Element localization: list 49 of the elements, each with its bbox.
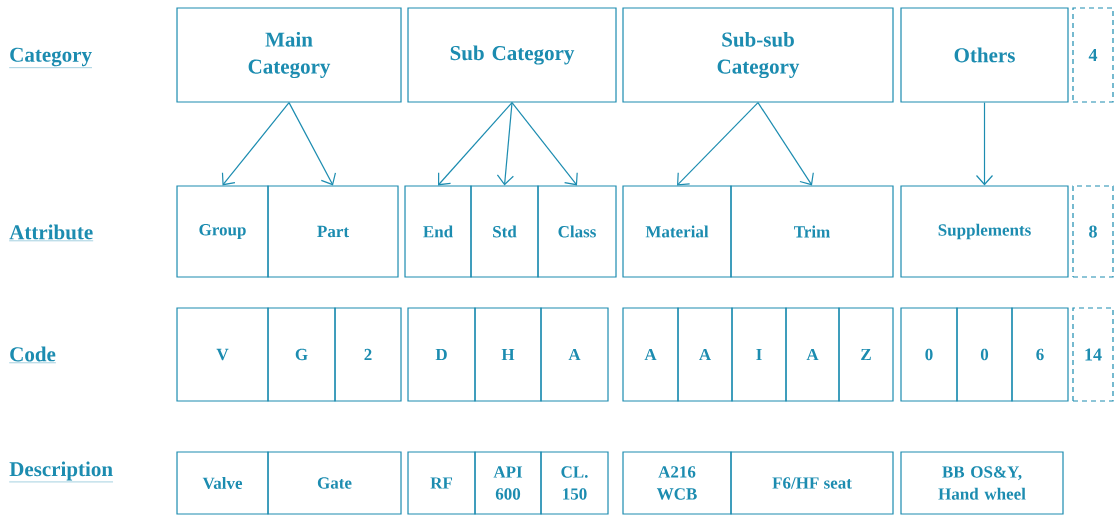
arrow bbox=[221, 102, 290, 186]
code-cell: D bbox=[407, 307, 476, 402]
code-cell: 2 bbox=[334, 307, 402, 402]
code-cell: A bbox=[677, 307, 733, 402]
category-box: Sub-sub Category bbox=[622, 7, 894, 103]
count-box: 4 bbox=[1072, 7, 1114, 103]
arrow bbox=[438, 102, 513, 186]
attribute-cell: Std bbox=[470, 185, 539, 278]
attribute-cell: Material bbox=[622, 185, 732, 278]
attribute-cell: Part bbox=[267, 185, 399, 278]
description-cell: A216 WCB bbox=[622, 451, 732, 515]
arrow bbox=[757, 102, 814, 186]
count-box: 8 bbox=[1072, 185, 1114, 278]
attribute-cell: Trim bbox=[730, 185, 894, 278]
code-cell: I bbox=[731, 307, 787, 402]
description-cell: F6/HF seat bbox=[730, 451, 894, 515]
description-cell: Valve bbox=[176, 451, 269, 515]
arrow bbox=[511, 102, 578, 186]
description-cell: CL. 150 bbox=[540, 451, 609, 515]
code-cell: G bbox=[267, 307, 336, 402]
code-cell: 0 bbox=[900, 307, 958, 402]
attribute-cell: End bbox=[404, 185, 472, 278]
description-cell: RF bbox=[407, 451, 476, 515]
category-box: Sub Category bbox=[407, 7, 617, 103]
arrow bbox=[975, 102, 994, 186]
description-cell: Gate bbox=[267, 451, 402, 515]
code-cell: 0 bbox=[956, 307, 1013, 402]
code-cell: V bbox=[176, 307, 269, 402]
code-cell: A bbox=[540, 307, 609, 402]
category-box: Others bbox=[900, 7, 1069, 103]
code-cell: H bbox=[474, 307, 542, 402]
category-box: Main Category bbox=[176, 7, 402, 103]
row-label: Description bbox=[9, 461, 114, 483]
count-box: 14 bbox=[1072, 307, 1114, 402]
description-cell: BB OS&Y, Hand wheel bbox=[900, 451, 1064, 515]
description-cell: API 600 bbox=[474, 451, 542, 515]
attribute-cell: Group bbox=[176, 185, 269, 278]
row-label: Code bbox=[9, 346, 57, 363]
code-cell: Z bbox=[838, 307, 894, 402]
code-cell: 6 bbox=[1011, 307, 1069, 402]
row-label: Category bbox=[9, 47, 93, 68]
code-cell: A bbox=[785, 307, 840, 402]
row-label: Attribute bbox=[9, 224, 94, 241]
arrow bbox=[677, 102, 759, 186]
arrow bbox=[288, 102, 337, 186]
arrow bbox=[496, 102, 514, 186]
attribute-cell: Class bbox=[537, 185, 617, 278]
code-cell: A bbox=[622, 307, 679, 402]
attribute-cell: Supplements bbox=[900, 185, 1069, 278]
